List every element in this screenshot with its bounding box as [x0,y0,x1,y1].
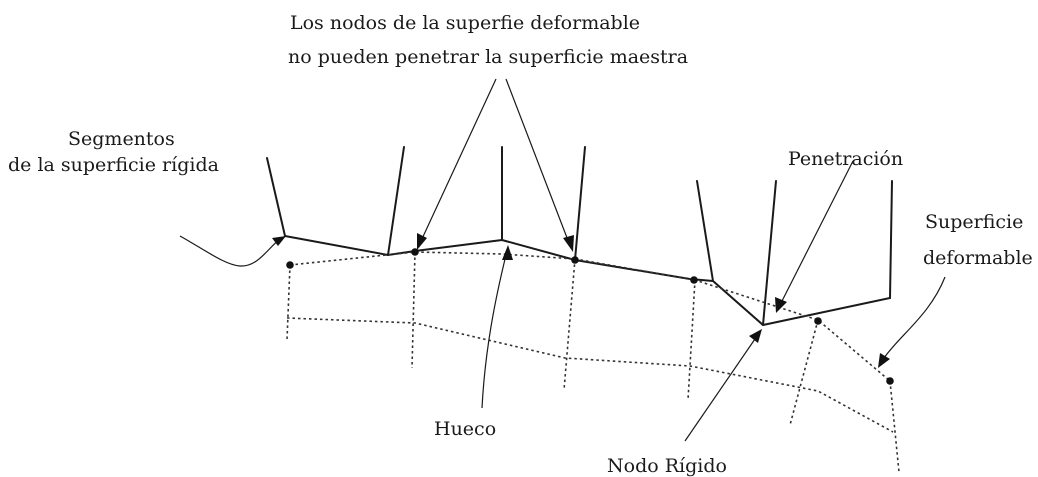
rigid-node-arrowhead [749,329,762,343]
top-note-arrowhead-right [563,235,574,252]
deformable-arrowhead [878,353,890,368]
deformable-mesh-col-4 [687,279,696,401]
deformable-label-line2: deformable [923,247,1033,269]
deformable-node-4 [690,276,698,284]
top-note-leader-left [420,78,497,242]
segments-label-line1: Segmentos [68,128,175,150]
top-note-line1: Los nodos de la superfie deformable [290,12,640,34]
deformable-mesh-col-6 [889,380,900,473]
rigid-node-leader [684,338,756,442]
rigid-normal-5 [696,180,714,282]
deformable-node-2 [411,248,419,256]
deformable-mesh-col-5 [789,319,819,426]
penetration-label: Penetración [788,148,903,170]
rigid-surface-polyline [284,235,891,326]
deformable-leader [883,276,946,359]
deformable-mesh-col-3 [563,258,576,391]
rigid-normal-1 [266,157,286,237]
gap-arrowhead [502,245,513,260]
deformable-label-line1: Superficie [925,211,1023,233]
deformable-node-5 [814,317,822,325]
rigid-normal-7 [889,180,893,299]
segments-arrowhead [272,236,286,246]
deformable-mesh-col-2 [411,251,416,369]
penetration-leader [780,160,854,304]
deformable-node-6 [886,377,894,385]
deformable-node-3 [571,256,579,264]
rigid-normal-6 [762,180,777,326]
top-note-leader-right [505,78,570,244]
gap-leader [481,254,507,409]
segments-label-line2: de la superficie rígida [8,154,219,176]
segments-leader [179,235,280,267]
top-note-arrowhead-left [417,233,427,250]
deformable-mesh-row [286,317,894,433]
deformable-node-1 [286,261,294,269]
gap-label: Hueco [434,418,496,440]
rigid-normal-2 [387,146,405,256]
rigid-node-label: Nodo Rígido [607,455,727,477]
deformable-mesh-col-1 [286,264,291,341]
penetration-arrowhead [775,297,787,313]
top-note-line2: no pueden penetrar la superficie maestra [288,46,688,68]
rigid-normal-4 [574,146,586,261]
